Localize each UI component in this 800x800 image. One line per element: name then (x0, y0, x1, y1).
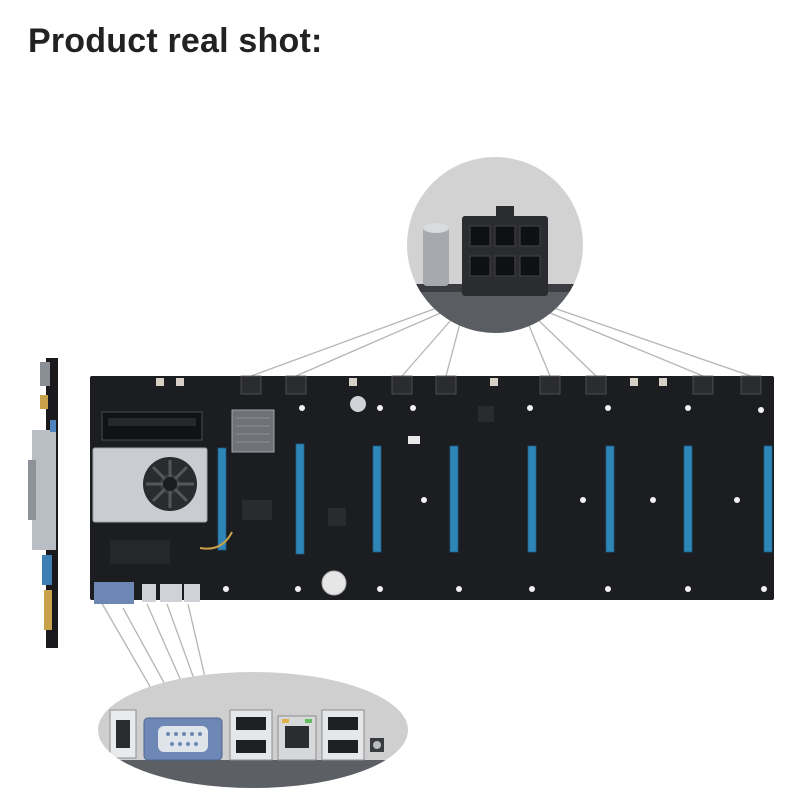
bottom-leader-lines (99, 599, 209, 691)
mining-motherboard (90, 375, 774, 604)
chipset-heatsink (231, 409, 275, 453)
board-io-cluster (94, 582, 200, 604)
cmos-battery (321, 570, 347, 596)
page-title: Product real shot: (28, 22, 323, 60)
board-side-view (28, 358, 58, 648)
power-connector-callout (407, 157, 583, 333)
power-connectors (240, 375, 762, 395)
cpu-heatsink (92, 447, 208, 523)
io-ports-callout (98, 672, 408, 788)
top-leader-lines (250, 304, 752, 377)
pcie-slots (217, 443, 773, 555)
